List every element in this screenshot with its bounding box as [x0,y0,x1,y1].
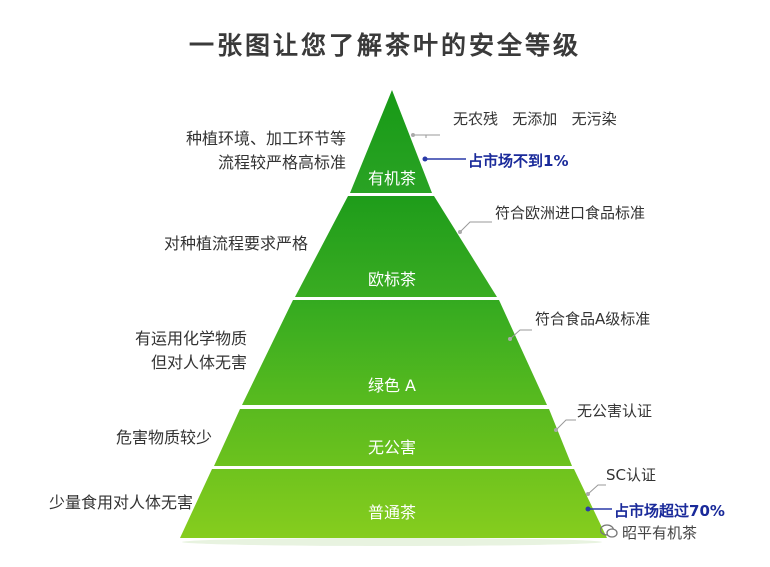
tier-label-eu: 欧标茶 [367,270,416,289]
page-title: 一张图让您了解茶叶的安全等级 [188,31,581,60]
right-desc-organic: 无农残 无添加 无污染 [453,110,617,128]
left-desc-green-a: 有运用化学物质 但对人体无害 [134,329,247,372]
left-desc-pollution-free: 危害物质较少 [115,428,212,447]
watermark: 昭平有机茶 [622,524,698,542]
tier-pollution-free [214,409,572,466]
wechat-icon [600,524,618,538]
right-desc-ordinary: SC认证 [606,466,656,484]
tier-label-pollution-free: 无公害 [367,438,416,457]
right-desc-pollution-free: 无公害认证 [577,402,653,420]
tier-green-a [242,300,547,405]
tier-organic [350,90,432,193]
tier-label-ordinary: 普通茶 [367,503,416,522]
market-share-ordinary: 占市场超过70% [614,502,725,520]
market-share-organic: 占市场不到1% [468,152,569,170]
left-desc-organic: 种植环境、加工环节等 流程较严格高标准 [185,129,346,172]
tier-ordinary [180,469,607,538]
tier-label-green-a: 绿色 A [367,376,417,395]
tier-eu [295,196,497,297]
left-desc-ordinary: 少量食用对人体无害 [48,493,193,512]
left-desc-eu: 对种植流程要求严格 [163,234,308,253]
right-desc-eu: 符合欧洲进口食品标准 [495,204,646,222]
tier-label-organic: 有机茶 [367,169,416,188]
right-desc-green-a: 符合食品A级标准 [535,310,651,328]
